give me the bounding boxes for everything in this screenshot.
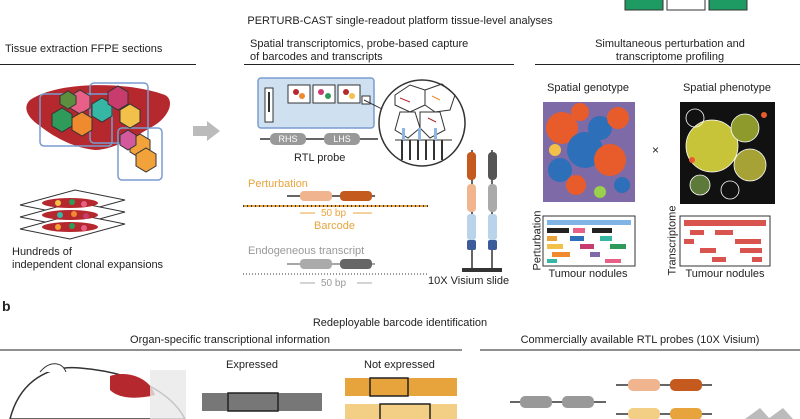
expressed-bar: [202, 392, 322, 412]
rtl-probe-label: RTL probe: [294, 152, 346, 164]
visium-slide-label: 10X Visium slide: [428, 275, 510, 287]
column-header-simultaneous-line1: Simultaneous perturbation and: [595, 38, 745, 50]
magnified-tissue-circle: [378, 79, 466, 167]
times-sign: ×: [652, 143, 660, 157]
visium-slide-schematic: [257, 77, 385, 129]
perturbation-heatmap: [542, 215, 636, 267]
rtl-probes-panel-b: [510, 379, 793, 419]
legend-blocks-top: [624, 0, 748, 11]
column-header-simultaneous-line2: transcriptome profiling: [615, 51, 725, 63]
expressed-label: Expressed: [226, 359, 278, 371]
barcode-label: Barcode: [314, 220, 355, 232]
panel-b-right-header: Commercially available RTL probes (10X V…: [520, 334, 760, 346]
endogenous-probe: [243, 259, 428, 284]
rtl-probe: [260, 133, 378, 145]
clonal-caption-line2: independent clonal expansions: [12, 259, 164, 271]
spatial-phenotype-label: Spatial phenotype: [682, 82, 772, 94]
tumour-nodules-label-1: Tumour nodules: [548, 268, 628, 280]
header-rule-3: [535, 64, 800, 65]
header-rule-1: [0, 64, 196, 65]
spatial-genotype-label: Spatial genotype: [547, 82, 629, 94]
panel-a-title: PERTURB-CAST single-readout platform tis…: [247, 15, 553, 27]
ffpe-sections: [19, 189, 126, 240]
perturbation-label: Perturbation: [248, 178, 308, 190]
not-expressed-label: Not expressed: [364, 359, 435, 371]
endogenous-label: Endogeneous transcript: [248, 245, 365, 257]
column-header-tissue: Tissue extraction FFPE sections: [5, 43, 163, 55]
not-expressed-bars: [345, 377, 457, 419]
spatial-phenotype-image: [680, 102, 775, 204]
lhs-label: LHS: [333, 134, 351, 144]
clonal-caption-line1: Hundreds of: [12, 246, 72, 258]
tumour-nodules-label-2: Tumour nodules: [685, 268, 765, 280]
panel-b-title: Redeployable barcode identification: [312, 317, 488, 329]
mouse-illustration: [9, 363, 186, 419]
arrow-right: [193, 121, 220, 141]
column-header-spatial-line1: Spatial transcriptomics, probe-based cap…: [250, 38, 469, 50]
rhs-label: RHS: [278, 134, 298, 144]
panel-b-left-header: Organ-specific transcriptional informati…: [130, 334, 330, 346]
transcriptome-heatmap: [679, 215, 771, 267]
panel-b-letter: b: [2, 298, 11, 314]
header-rule-2: [244, 64, 514, 65]
spatial-genotype-image: [543, 102, 635, 202]
liver-illustration: [26, 82, 170, 181]
column-header-spatial-line2: of barcodes and transcripts: [250, 51, 383, 63]
perturbation-probe: [243, 191, 428, 214]
bp-label-endogenous: 50 bp: [321, 278, 347, 289]
capture-probes: [462, 150, 502, 272]
bp-label-perturbation: 50 bp: [321, 208, 347, 219]
